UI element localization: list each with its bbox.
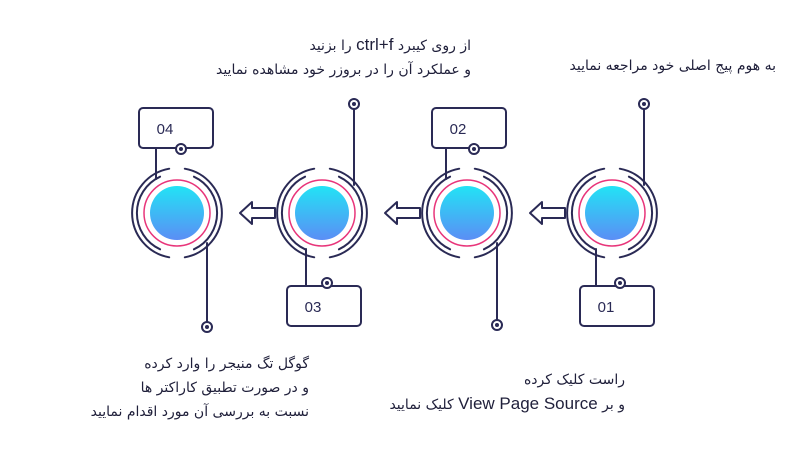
step-04-number-card [138, 107, 214, 149]
step-04-node: 04 [131, 107, 223, 333]
step-03-outer-arc-left [276, 167, 316, 259]
step-02-text: راست کلیک کرده و بر View Page Source کلی… [389, 368, 625, 417]
step-01-text: به هوم پیج اصلی خود مراجعه نمایید [570, 54, 777, 78]
step-01-card-dot-center [618, 281, 622, 285]
ctrl-f-keyword: ctrl+f [356, 35, 394, 54]
step-04-inner-arc-right [192, 175, 219, 251]
step-01-number: 01 [598, 299, 615, 316]
step-01-pink-ring [578, 179, 646, 247]
step-01-disc [585, 186, 639, 240]
step-01-outer-arc-right [618, 167, 658, 259]
step-02-number: 02 [450, 121, 467, 138]
step-03-card-dot-center [325, 281, 329, 285]
step-04-pin-dot-center [205, 325, 209, 329]
step-02-pink-ring [433, 179, 501, 247]
step-01-number-card [579, 285, 655, 327]
step-02-line-1: راست کلیک کرده [523, 372, 625, 388]
step-04-outer-arc-left [131, 167, 171, 259]
flow-arrow-3 [239, 201, 276, 225]
step-03-outer-arc-right [328, 167, 368, 259]
step-03-disc [295, 186, 349, 240]
view-page-source-keyword: View Page Source [458, 394, 598, 413]
step-02-disc [440, 186, 494, 240]
step-01-inner-arc-left [570, 175, 597, 251]
step-03-inner-arc-left [280, 175, 307, 251]
step-02-line-2: و بر View Page Source کلیک نمایید [389, 394, 625, 413]
step-03-number-card [286, 285, 362, 327]
flow-arrow-2 [384, 201, 421, 225]
step-01-node: 01 [566, 98, 658, 327]
step-04-number: 04 [157, 121, 174, 138]
step-02-number-card [431, 107, 507, 149]
step-03-line-1: از روی کیبرد ctrl+f را بزنید [309, 35, 471, 54]
step-03-pink-ring [288, 179, 356, 247]
step-02-inner-arc-left [425, 175, 452, 251]
step-04-line-3: نسبت به بررسی آن مورد اقدام نمایید [90, 404, 309, 420]
step-02-card-dot-center [472, 147, 476, 151]
step-03-inner-arc-right [337, 175, 364, 251]
step-01-inner-arc-right [627, 175, 654, 251]
step-04-inner-arc-left [135, 175, 162, 251]
step-02-pin-dot-center [495, 323, 499, 327]
step-03-pin-dot-center [352, 102, 356, 106]
step-04-disc [150, 186, 204, 240]
step-04-outer-arc-right [183, 167, 223, 259]
step-04-line-2: و در صورت تطبیق کاراکتر ها [140, 380, 309, 396]
step-04-pink-ring [143, 179, 211, 247]
step-02-inner-arc-right [482, 175, 509, 251]
step-01-line-1: به هوم پیج اصلی خود مراجعه نمایید [569, 58, 777, 74]
step-04-card-dot-center [179, 147, 183, 151]
flow-arrow-1 [529, 201, 566, 225]
step-03-node: 03 [276, 98, 368, 327]
step-04-text: گوگل تگ منیجر را وارد کرده و در صورت تطب… [91, 352, 309, 424]
step-03-line-2: و عملکرد آن را در بروزر خود مشاهده نمایی… [215, 62, 471, 78]
step-03-text: از روی کیبرد ctrl+f را بزنید و عملکرد آن… [216, 33, 471, 82]
step-01-pin-dot-center [642, 102, 646, 106]
step-02-node: 02 [421, 107, 513, 331]
step-03-number: 03 [305, 299, 322, 316]
step-01-outer-arc-left [566, 167, 606, 259]
step-04-line-1: گوگل تگ منیجر را وارد کرده [144, 356, 309, 372]
step-02-outer-arc-left [421, 167, 461, 259]
step-02-outer-arc-right [473, 167, 513, 259]
